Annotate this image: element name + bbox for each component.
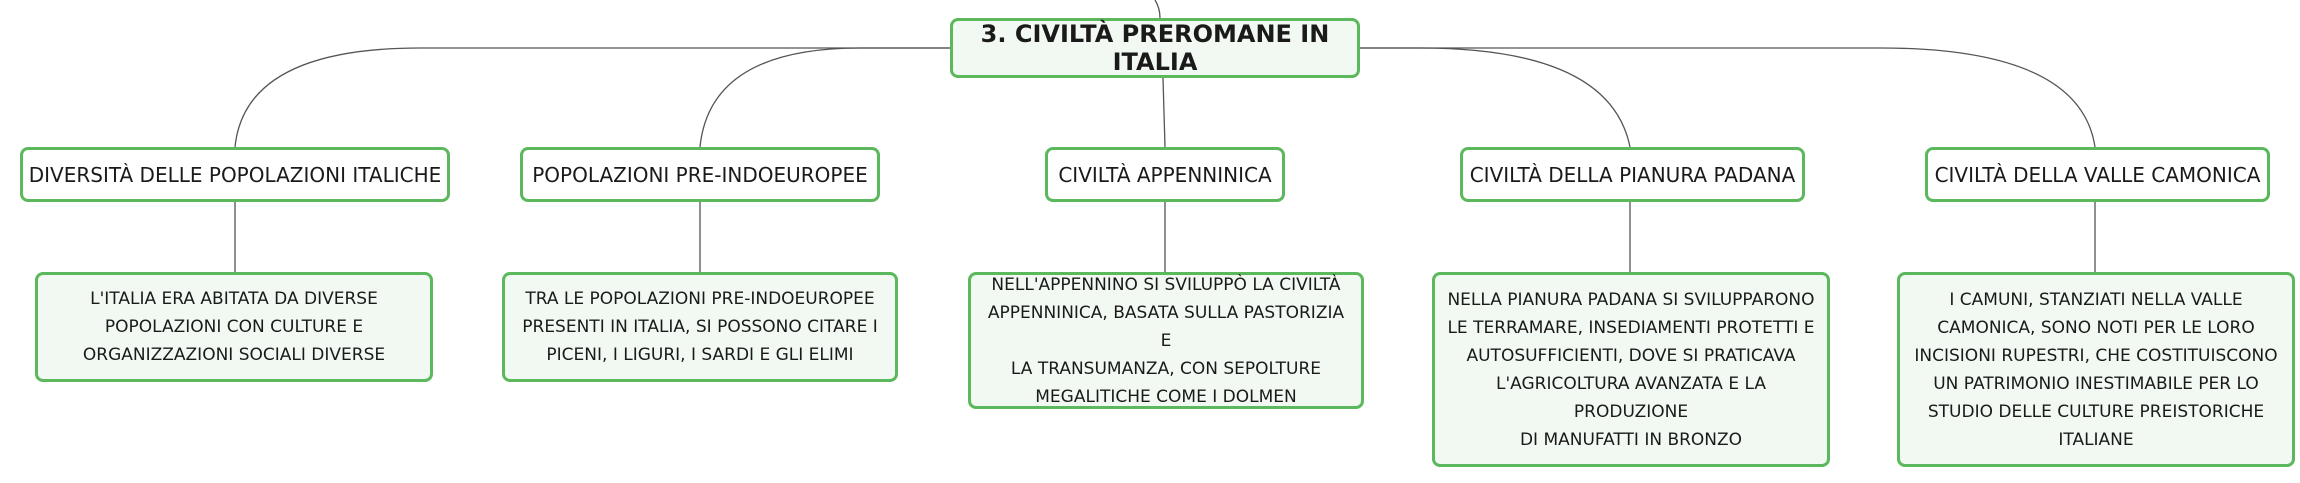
detail-node-appenninica[interactable]: NELL'APPENNINO SI SVILUPPÒ LA CIVILTÀ AP… <box>968 272 1364 409</box>
root-node[interactable]: 3. CIVILTÀ PREROMANE IN ITALIA <box>950 18 1360 78</box>
detail-line: PICENI, I LIGURI, I SARDI E GLI ELIMI <box>546 345 854 365</box>
detail-text: NELLA PIANURA PADANA SI SVILUPPARONO LE … <box>1445 286 1817 454</box>
connector-root-cat-5 <box>1360 47 2096 148</box>
detail-line: NELLA PIANURA PADANA SI SVILUPPARONO <box>1447 289 1815 310</box>
detail-line: POPOLAZIONI CON CULTURE E <box>104 317 364 337</box>
detail-line: AUTOSUFFICIENTI, DOVE SI PRATICAVA <box>1466 345 1796 366</box>
detail-line: NELL'APPENNINO SI SVILUPPÒ LA CIVILTÀ <box>991 274 1341 295</box>
branch-node-diversita[interactable]: DIVERSITÀ DELLE POPOLAZIONI ITALICHE <box>20 147 450 202</box>
branch-title: POPOLAZIONI PRE-INDOEUROPEE <box>532 162 868 187</box>
detail-line: L'ITALIA ERA ABITATA DA DIVERSE <box>90 289 378 309</box>
detail-line: L'AGRICOLTURA AVANZATA E LA PRODUZIONE <box>1496 373 1766 422</box>
connector-root-cat-3 <box>1162 77 1166 148</box>
root-title: 3. CIVILTÀ PREROMANE IN ITALIA <box>980 20 1330 76</box>
detail-node-diversita[interactable]: L'ITALIA ERA ABITATA DA DIVERSE POPOLAZI… <box>35 272 433 382</box>
detail-line: CAMONICA, SONO NOTI PER LE LORO <box>1937 317 2255 338</box>
detail-text: I CAMUNI, STANZIATI NELLA VALLE CAMONICA… <box>1914 286 2277 454</box>
connector-root-cat-1 <box>234 47 950 148</box>
detail-line: MEGALITICHE COME I DOLMEN <box>1035 386 1297 407</box>
detail-line: LE TERRAMARE, INSEDIAMENTI PROTETTI E <box>1447 317 1815 338</box>
detail-line: TRA LE POPOLAZIONI PRE-INDOEUROPEE <box>525 289 875 309</box>
branch-title: DIVERSITÀ DELLE POPOLAZIONI ITALICHE <box>28 162 442 187</box>
branch-title: CIVILTÀ DELLA VALLE CAMONICA <box>1934 162 2261 187</box>
connector-root-parent <box>1154 0 1161 19</box>
detail-line: I CAMUNI, STANZIATI NELLA VALLE <box>1949 289 2243 310</box>
branch-node-pianura-padana[interactable]: CIVILTÀ DELLA PIANURA PADANA <box>1460 147 1805 202</box>
branch-node-pre-indoeuropee[interactable]: POPOLAZIONI PRE-INDOEUROPEE <box>520 147 880 202</box>
detail-node-valle-camonica[interactable]: I CAMUNI, STANZIATI NELLA VALLE CAMONICA… <box>1897 272 2295 467</box>
connector-root-cat-4 <box>1360 47 1631 148</box>
detail-line: DI MANUFATTI IN BRONZO <box>1519 429 1743 450</box>
detail-line: UN PATRIMONIO INESTIMABILE PER LO <box>1933 373 2259 394</box>
detail-text: NELL'APPENNINO SI SVILUPPÒ LA CIVILTÀ AP… <box>981 271 1351 411</box>
branch-node-appenninica[interactable]: CIVILTÀ APPENNINICA <box>1045 147 1285 202</box>
detail-line: INCISIONI RUPESTRI, CHE COSTITUISCONO <box>1914 345 2278 366</box>
detail-text: L'ITALIA ERA ABITATA DA DIVERSE POPOLAZI… <box>83 285 385 369</box>
detail-line: ITALIANE <box>2058 429 2134 450</box>
detail-line: APPENNINICA, BASATA SULLA PASTORIZIA E <box>987 302 1345 351</box>
connector-root-cat-2 <box>699 47 950 148</box>
detail-node-pianura-padana[interactable]: NELLA PIANURA PADANA SI SVILUPPARONO LE … <box>1432 272 1830 467</box>
detail-node-pre-indoeuropee[interactable]: TRA LE POPOLAZIONI PRE-INDOEUROPEE PRESE… <box>502 272 898 382</box>
detail-line: STUDIO DELLE CULTURE PREISTORICHE <box>1927 401 2265 422</box>
branch-node-valle-camonica[interactable]: CIVILTÀ DELLA VALLE CAMONICA <box>1925 147 2270 202</box>
detail-line: LA TRANSUMANZA, CON SEPOLTURE <box>1010 358 1322 379</box>
branch-title: CIVILTÀ APPENNINICA <box>1058 162 1272 187</box>
detail-text: TRA LE POPOLAZIONI PRE-INDOEUROPEE PRESE… <box>522 285 877 369</box>
branch-title: CIVILTÀ DELLA PIANURA PADANA <box>1469 162 1796 187</box>
detail-line: ORGANIZZAZIONI SOCIALI DIVERSE <box>82 345 386 365</box>
detail-line: PRESENTI IN ITALIA, SI POSSONO CITARE I <box>522 317 878 337</box>
